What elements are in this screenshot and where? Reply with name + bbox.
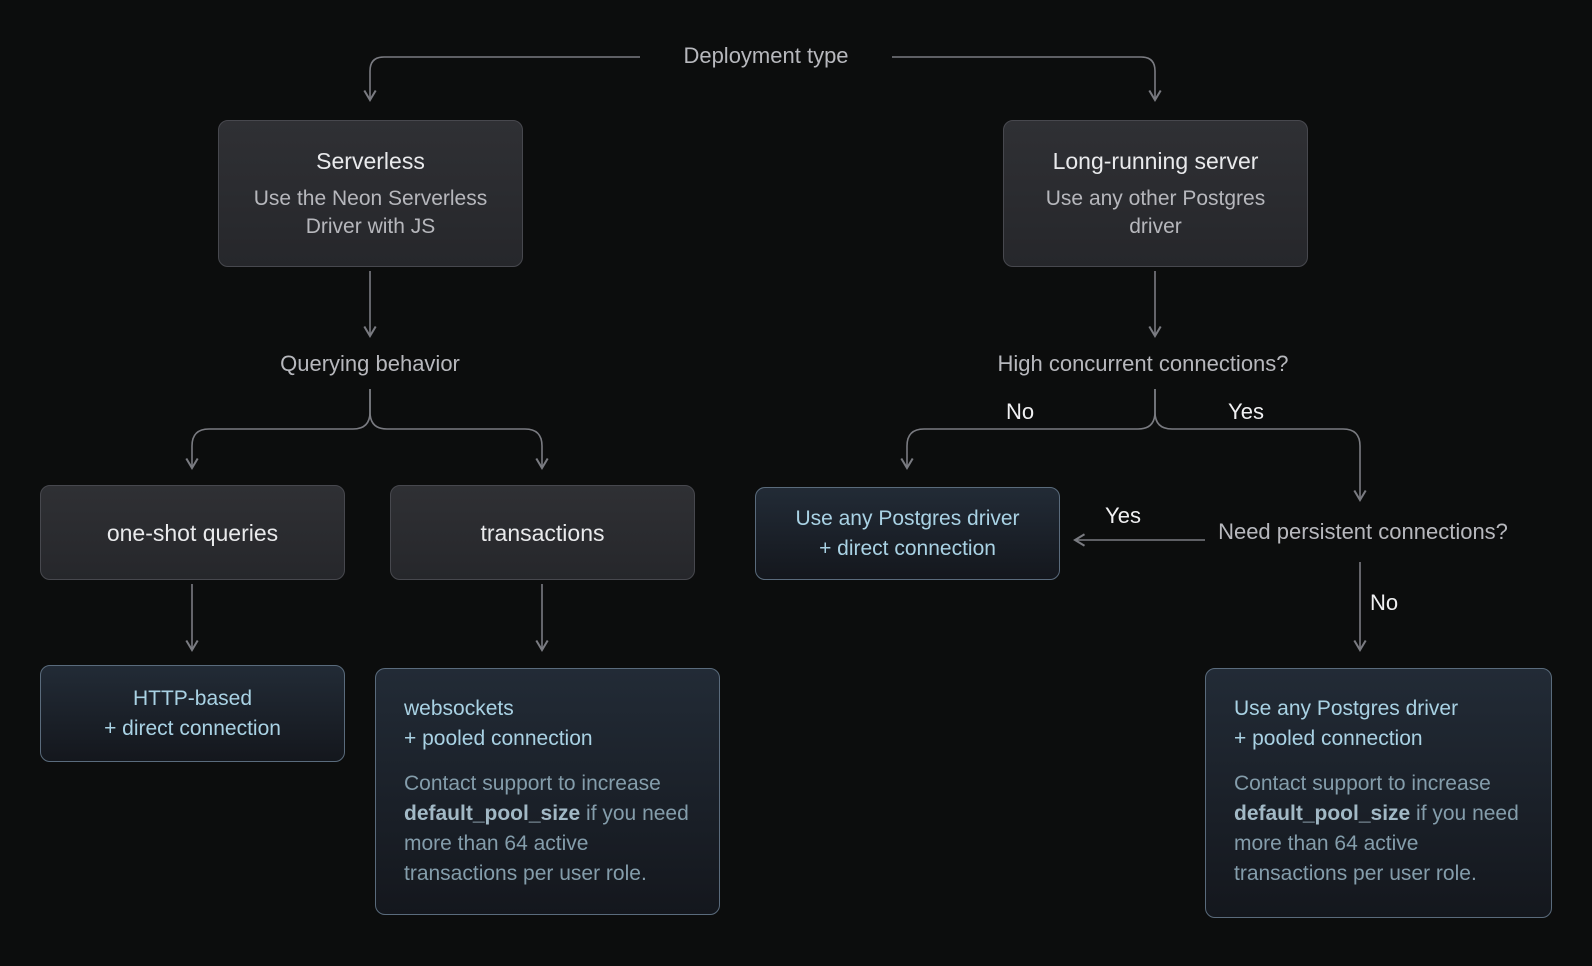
high-concurrent-yes-label: Yes [1228,399,1264,424]
edge-querying-to-oneshot [185,389,371,470]
high-concurrent-no-label: No [1005,399,1035,424]
direct-driver-node: Use any Postgres driver + direct connect… [755,487,1060,580]
pooled-driver-node: Use any Postgres driver + pooled connect… [1205,668,1552,918]
websockets-note-post: if you need more than 64 active transact… [404,802,689,885]
pooled-driver-line2: + pooled connection [1234,727,1423,750]
serverless-subtitle: Use the Neon Serverless Driver with JS [253,187,488,238]
long-running-subtitle: Use any other Postgres driver [1045,187,1266,238]
websockets-line2: + pooled connection [404,727,593,750]
persistent-yes-label: Yes [1105,503,1141,528]
http-based-line2: + direct connection [104,716,281,740]
websockets-node: websockets + pooled connection Contact s… [375,668,720,915]
need-persistent-label: Need persistent connections? [1218,519,1508,544]
long-running-title: Long-running server [1052,148,1259,174]
one-shot-queries-title: one-shot queries [106,519,279,546]
websockets-note: Contact support to increase default_pool… [404,769,691,889]
websockets-note-pre: Contact support to increase [404,772,661,795]
serverless-title: Serverless [316,148,425,174]
one-shot-queries-node: one-shot queries [40,485,345,580]
pooled-driver-line1: Use any Postgres driver [1234,697,1459,720]
long-running-node: Long-running server Use any other Postgr… [1003,120,1308,267]
http-based-node: HTTP-based + direct connection [40,665,345,762]
websockets-line1: websockets [404,697,514,720]
pooled-driver-note-bold: default_pool_size [1234,802,1411,825]
querying-behavior-label: Querying behavior [280,351,460,376]
pooled-driver-note-post: if you need more than 64 active transact… [1234,802,1519,885]
serverless-node: Serverless Use the Neon Serverless Drive… [218,120,523,267]
http-based-line1: HTTP-based [132,686,253,710]
edge-highconcurrent-yes [1154,389,1367,502]
edge-root-to-long-running [892,56,1162,102]
high-concurrent-label: High concurrent connections? [997,351,1289,376]
direct-driver-line2: + direct connection [819,536,996,560]
edge-highconcurrent-no [900,389,1156,470]
deployment-type-label: Deployment type [683,43,849,68]
pooled-driver-note-pre: Contact support to increase [1234,772,1491,795]
persistent-no-label: No [1370,590,1399,615]
edge-root-to-serverless [363,56,640,102]
pooled-driver-note: Contact support to increase default_pool… [1234,769,1523,889]
edge-querying-to-transactions [369,389,549,470]
direct-driver-line1: Use any Postgres driver [795,506,1020,530]
websockets-note-bold: default_pool_size [404,802,581,825]
transactions-title: transactions [480,519,605,546]
transactions-node: transactions [390,485,695,580]
